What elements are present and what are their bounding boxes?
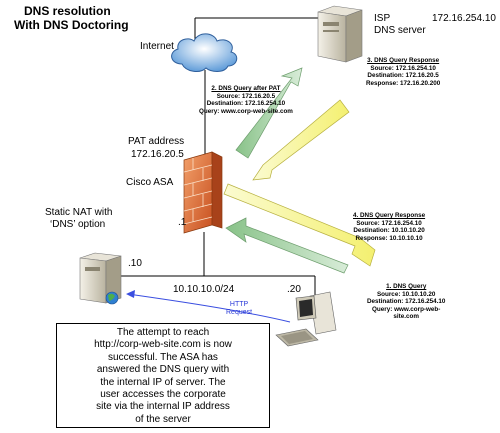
asa-label: Cisco ASA <box>126 177 174 188</box>
pat-address-label: PAT address <box>128 136 185 147</box>
arrow-step2 <box>235 67 303 159</box>
step1-block: 1. DNS Query Source: 10.10.10.20 Destina… <box>367 283 446 321</box>
step3-block: 3. DNS Query Response Source: 172.16.254… <box>366 57 441 87</box>
subnet-label: 10.10.10.0/24 <box>173 284 235 295</box>
static-nat-label: Static NAT with <box>45 207 113 218</box>
asa-inside-label: .1 <box>178 217 187 228</box>
pat-ip-label: 172.16.20.5 <box>131 149 184 160</box>
pc-icon <box>275 291 337 347</box>
web-server-icon <box>79 252 122 304</box>
arrow-step4 <box>225 217 349 274</box>
arrow-step1 <box>223 183 376 267</box>
http-request-arrow <box>127 293 291 323</box>
diagram-title: DNS resolution With DNS Doctoring <box>14 4 129 32</box>
dns-server-label: DNS server <box>374 25 426 36</box>
explanation-note: The attempt to reach http://corp-web-sit… <box>56 323 270 428</box>
dns-server-icon <box>317 5 363 63</box>
http-request-label: HTTP Request <box>226 301 253 316</box>
dns-option-label: ‘DNS’ option <box>50 219 106 230</box>
internet-label: Internet <box>140 41 174 52</box>
client-host-label: .20 <box>287 284 301 295</box>
server-host-label: .10 <box>128 258 142 269</box>
cloud-icon <box>171 33 238 72</box>
arrow-step3 <box>252 99 350 181</box>
step2-block: 2. DNS Query after PAT Source: 172.16.20… <box>199 85 293 115</box>
step4-block: 4. DNS Query Response Source: 172.16.254… <box>353 212 426 242</box>
firewall-icon <box>183 151 223 234</box>
isp-label: ISP <box>374 13 391 24</box>
dns-server-ip: 172.16.254.10 <box>432 13 496 24</box>
http-arrowhead <box>126 290 135 298</box>
globe-icon <box>105 291 119 305</box>
